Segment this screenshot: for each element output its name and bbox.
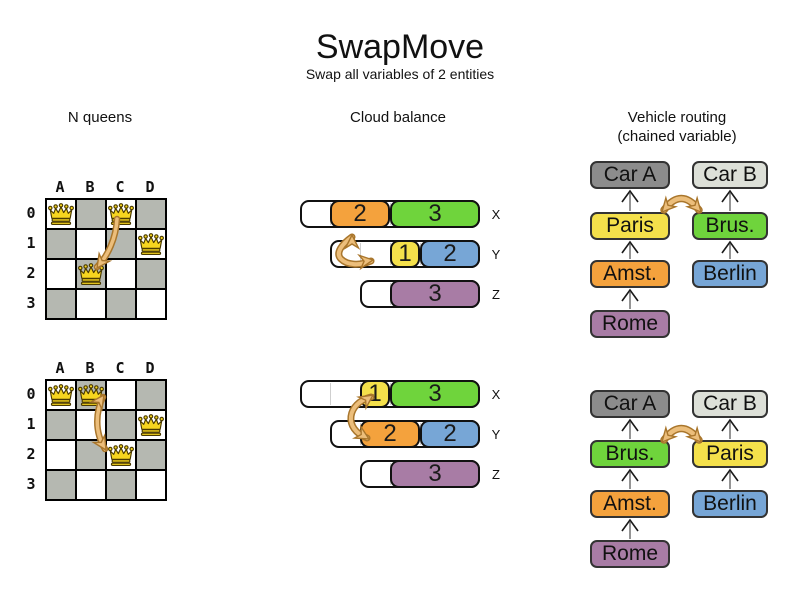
board-column-label: D: [145, 178, 155, 196]
board-column-label: A: [55, 178, 65, 196]
column-header-vehicle: Vehicle routing (chained variable): [592, 108, 762, 146]
vehicle-header-line2: (chained variable): [617, 128, 737, 145]
board-column-label: B: [85, 178, 95, 196]
board-column-label: D: [145, 359, 155, 377]
board-cell: [106, 229, 136, 259]
board-cell: [76, 440, 106, 470]
chain-link-arrow: [621, 518, 639, 539]
vehicle-city-box: Rome: [590, 310, 670, 338]
board-cell: [136, 289, 166, 319]
board-cell: [76, 229, 106, 259]
vehicle-city-box: Amst.: [590, 490, 670, 518]
queen-icon: [78, 384, 104, 407]
board-row-label: 0: [26, 204, 36, 222]
board-cell: [46, 289, 76, 319]
vehicle-city-box: Amst.: [590, 260, 670, 288]
board-cell: [76, 410, 106, 440]
vehicle-city-box: Brus.: [590, 440, 670, 468]
cloud-process-block: 1: [360, 380, 390, 408]
vehicle-city-box: Brus.: [692, 212, 768, 240]
chain-link-arrow: [621, 240, 639, 259]
nqueens-board: [45, 198, 167, 320]
queen-icon: [108, 203, 134, 226]
cloud-row-label: Z: [492, 467, 500, 482]
page-title: SwapMove: [315, 28, 485, 66]
board-cell: [46, 410, 76, 440]
cloud-row-label: Y: [491, 427, 501, 442]
board-cell: [136, 380, 166, 410]
board-column-label: C: [115, 359, 125, 377]
board-row-label: 0: [26, 385, 36, 403]
vehicle-city-box: Berlin: [692, 260, 768, 288]
board-cell: [76, 470, 106, 500]
vehicle-city-box: Rome: [590, 540, 670, 568]
queen-icon: [78, 263, 104, 286]
queen-icon: [138, 414, 164, 437]
chain-link-arrow: [621, 288, 639, 309]
board-cell: [106, 259, 136, 289]
column-header-nqueens: N queens: [67, 109, 133, 126]
cloud-process-block: 2: [420, 240, 480, 268]
cloud-process-block: 2: [330, 200, 390, 228]
board-column-label: C: [115, 178, 125, 196]
board-column-label: B: [85, 359, 95, 377]
board-cell: [46, 229, 76, 259]
cloud-row-label: Z: [492, 287, 500, 302]
vehicle-car-box: Car B: [692, 161, 768, 189]
cloud-process-block: 2: [420, 420, 480, 448]
queen-icon: [48, 203, 74, 226]
queen-icon: [48, 384, 74, 407]
board-cell: [136, 199, 166, 229]
board-row-label: 3: [26, 475, 36, 493]
nqueens-board: [45, 379, 167, 501]
board-column-label: A: [55, 359, 65, 377]
board-row-label: 3: [26, 294, 36, 312]
column-header-cloud: Cloud balance: [350, 109, 446, 126]
cloud-process-block: 3: [390, 380, 480, 408]
vehicle-car-box: Car B: [692, 390, 768, 418]
board-cell: [76, 289, 106, 319]
vehicle-city-box: Berlin: [692, 490, 768, 518]
vehicle-city-box: Paris: [692, 440, 768, 468]
chain-link-arrow: [721, 189, 739, 211]
board-cell: [136, 470, 166, 500]
chain-link-arrow: [621, 468, 639, 489]
board-cell: [106, 470, 136, 500]
vehicle-header-line1: Vehicle routing: [627, 109, 727, 126]
chain-link-arrow: [721, 240, 739, 259]
board-cell: [76, 199, 106, 229]
chain-link-arrow: [621, 418, 639, 439]
vehicle-car-box: Car A: [590, 161, 670, 189]
chain-link-arrow: [621, 189, 639, 211]
cloud-process-block: 1: [390, 240, 420, 268]
queen-icon: [108, 444, 134, 467]
board-cell: [46, 440, 76, 470]
cloud-unit-tick: [360, 243, 361, 265]
board-row-label: 1: [26, 415, 36, 433]
vehicle-car-box: Car A: [590, 390, 670, 418]
board-cell: [106, 410, 136, 440]
cloud-row-label: X: [491, 387, 501, 402]
cloud-process-block: 3: [390, 280, 480, 308]
cloud-process-block: 3: [390, 200, 480, 228]
cloud-row-label: Y: [491, 247, 501, 262]
board-row-label: 2: [26, 264, 36, 282]
board-cell: [46, 259, 76, 289]
board-row-label: 2: [26, 445, 36, 463]
board-cell: [106, 289, 136, 319]
board-cell: [136, 259, 166, 289]
board-cell: [136, 440, 166, 470]
queen-icon: [138, 233, 164, 256]
vehicle-city-box: Paris: [590, 212, 670, 240]
board-row-label: 1: [26, 234, 36, 252]
board-cell: [106, 380, 136, 410]
chain-link-arrow: [721, 468, 739, 489]
page-subtitle: Swap all variables of 2 entities: [305, 66, 495, 82]
board-cell: [46, 470, 76, 500]
cloud-process-block: 3: [390, 460, 480, 488]
chain-link-arrow: [721, 418, 739, 439]
cloud-unit-tick: [330, 383, 331, 405]
cloud-row-label: X: [491, 207, 501, 222]
cloud-process-block: 2: [360, 420, 420, 448]
